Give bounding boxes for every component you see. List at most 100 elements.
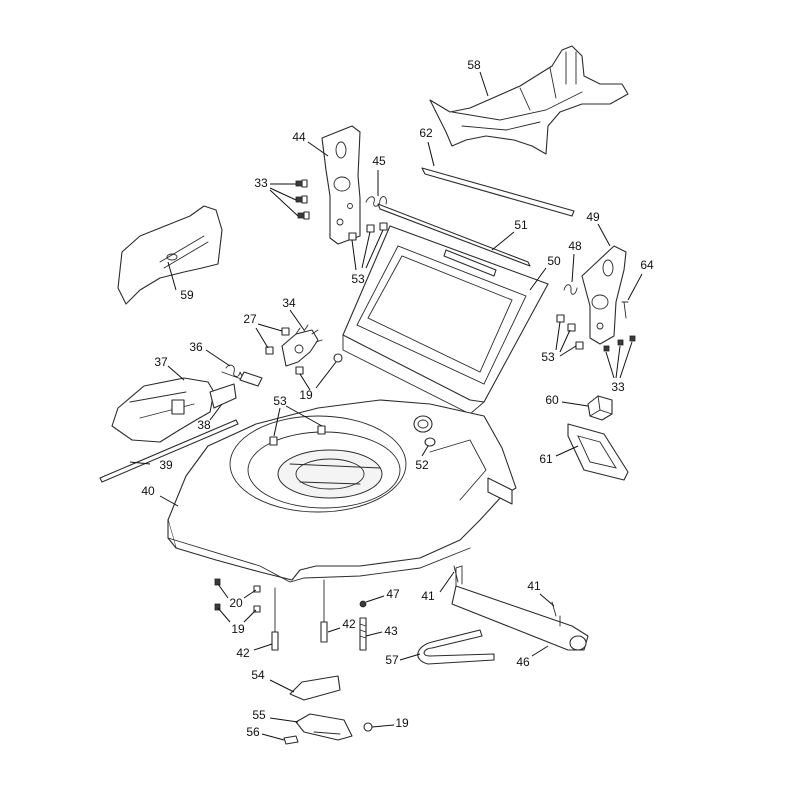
svg-text:62: 62 [419, 126, 433, 140]
svg-text:58: 58 [467, 58, 481, 72]
svg-text:57: 57 [385, 653, 399, 667]
callout-64: 64 [627, 258, 654, 301]
svg-text:50: 50 [547, 254, 561, 268]
svg-text:56: 56 [246, 725, 260, 739]
svg-text:19: 19 [231, 622, 245, 636]
callout-45: 45 [372, 154, 386, 196]
part-bolts-left [295, 179, 310, 220]
svg-text:46: 46 [516, 655, 530, 669]
callouts: 58 62 44 45 33 53 51 [129, 58, 654, 741]
callout-51: 51 [491, 218, 528, 251]
callout-60: 60 [545, 393, 589, 407]
callout-27: 27 [243, 312, 283, 349]
part-height-adjuster [281, 324, 323, 367]
callout-41a: 41 [421, 571, 455, 603]
callout-56: 56 [246, 725, 285, 741]
svg-text:44: 44 [292, 130, 306, 144]
callout-40: 40 [141, 484, 179, 507]
svg-text:59: 59 [180, 288, 194, 302]
callout-44: 44 [292, 130, 329, 157]
part-clip [289, 675, 341, 701]
svg-text:19: 19 [395, 716, 409, 730]
svg-text:33: 33 [254, 176, 268, 190]
callout-19b: 19 [217, 607, 257, 636]
svg-text:53: 53 [273, 394, 287, 408]
part-lever-spring [221, 364, 263, 387]
callout-19a: 19 [299, 361, 337, 402]
callout-53b: 53 [273, 394, 323, 437]
svg-text:20: 20 [229, 596, 243, 610]
svg-text:51: 51 [514, 218, 528, 232]
callout-33b: 33 [605, 341, 633, 394]
callout-52: 52 [415, 445, 429, 472]
part-nuts-right [556, 314, 584, 350]
callout-55: 55 [252, 708, 299, 723]
svg-text:42: 42 [342, 617, 356, 631]
callout-58: 58 [467, 58, 489, 97]
svg-text:54: 54 [251, 668, 265, 682]
svg-text:52: 52 [415, 458, 429, 472]
callout-43: 43 [365, 624, 398, 638]
callout-61: 61 [539, 445, 579, 466]
part-strip [421, 167, 575, 217]
callout-38: 38 [197, 403, 223, 432]
svg-text:53: 53 [351, 272, 365, 286]
part-axle-bracket [209, 383, 237, 409]
callout-36: 36 [189, 340, 231, 367]
callout-41b: 41 [527, 579, 555, 607]
part-bolts-right [603, 335, 636, 352]
svg-text:38: 38 [197, 418, 211, 432]
svg-text:34: 34 [282, 296, 296, 310]
svg-text:19: 19 [299, 388, 313, 402]
callout-48: 48 [568, 239, 582, 283]
svg-text:41: 41 [421, 589, 435, 603]
callout-34: 34 [282, 296, 305, 331]
part-cap [413, 415, 436, 447]
part-lower-bracket [295, 713, 353, 741]
svg-text:43: 43 [384, 624, 398, 638]
svg-text:47: 47 [386, 587, 400, 601]
part-fasteners-deck [214, 578, 261, 613]
svg-text:40: 40 [141, 484, 155, 498]
callout-53c: 53 [541, 321, 577, 364]
part-bolt-56 [283, 735, 299, 745]
callout-42b: 42 [327, 617, 356, 633]
part-belt [417, 629, 495, 665]
svg-text:64: 64 [640, 258, 654, 272]
callout-54: 54 [251, 668, 295, 693]
svg-text:61: 61 [539, 452, 553, 466]
svg-text:36: 36 [189, 340, 203, 354]
svg-text:55: 55 [252, 708, 266, 722]
callout-49: 49 [586, 210, 611, 247]
callout-47: 47 [365, 587, 400, 603]
part-right-bracket [581, 245, 627, 345]
callout-53a: 53 [351, 229, 384, 286]
part-spring-bolt [359, 600, 367, 651]
svg-text:27: 27 [243, 312, 257, 326]
part-handle-panel [342, 225, 549, 415]
part-axle-arm [111, 377, 215, 443]
svg-text:53: 53 [541, 350, 555, 364]
callout-57: 57 [385, 653, 421, 667]
svg-text:39: 39 [159, 458, 173, 472]
callout-33a: 33 [254, 176, 299, 217]
part-left-bracket [321, 125, 361, 245]
part-bolts-adjuster [265, 327, 304, 375]
svg-text:42: 42 [236, 646, 250, 660]
part-pin [621, 301, 629, 319]
part-axle-rod [99, 419, 239, 483]
svg-text:41: 41 [527, 579, 541, 593]
part-bolts-42 [271, 579, 328, 651]
part-spring-right [563, 284, 578, 295]
part-knob [587, 395, 613, 421]
callout-42a: 42 [236, 643, 273, 660]
callout-20: 20 [217, 583, 257, 610]
part-rod [377, 203, 531, 267]
callout-59: 59 [167, 261, 194, 302]
part-mulch-plate [567, 423, 629, 481]
svg-text:48: 48 [568, 239, 582, 253]
callout-39: 39 [129, 458, 173, 472]
part-nut-19c [363, 722, 373, 732]
part-rear-axle [451, 565, 589, 651]
